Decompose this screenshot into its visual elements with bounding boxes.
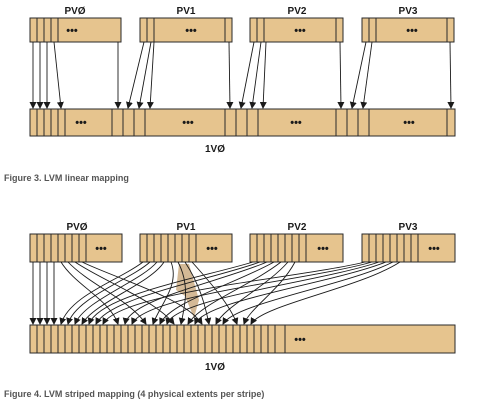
figure-4-lv-label: 1VØ xyxy=(205,362,225,373)
figure-4-pv2-label: PV2 xyxy=(288,222,307,233)
figure-4-pv0-label: PVØ xyxy=(66,222,87,233)
figure-3-linear-mapping: PVØ PV1 PV2 PV3 ••• ••• ••• xyxy=(29,6,456,155)
figure-3-lv-ellipsis-3: ••• xyxy=(290,117,302,129)
figure-3-lv-ellipsis-2: ••• xyxy=(182,117,194,129)
figure-3-pv3-box: ••• xyxy=(361,17,455,43)
figure-4-pv3-ellipsis: ••• xyxy=(428,243,440,255)
figure-4-lv-ellipsis: ••• xyxy=(294,334,306,346)
figure-3-caption: Figure 3. LVM linear mapping xyxy=(4,173,129,183)
figure-3-pv0-ellipsis: ••• xyxy=(66,25,78,37)
figure-3-pv3-ellipsis: ••• xyxy=(406,25,418,37)
figure-4-pv3-label: PV3 xyxy=(399,222,418,233)
figure-3-lv-ellipsis-1: ••• xyxy=(75,117,87,129)
figure-3-pv1-box: ••• xyxy=(139,17,233,43)
figure-4-pv0-box: ••• xyxy=(29,233,123,263)
figure-3-pv1-label: PV1 xyxy=(177,6,196,17)
figure-4-pv1-label: PV1 xyxy=(177,222,196,233)
figure-3-pv2-ellipsis: ••• xyxy=(294,25,306,37)
figure-3-pv1-ellipsis: ••• xyxy=(185,25,197,37)
figure-4-lv-bar: ••• xyxy=(29,324,456,354)
figure-4-pv2-box: ••• xyxy=(249,233,344,263)
figure-4-pv1-box: ••• xyxy=(139,233,233,263)
figure-4-pv0-ellipsis: ••• xyxy=(95,243,107,255)
figure-4-crossing-shade xyxy=(176,264,199,318)
figure-3-lv-label: 1VØ xyxy=(205,144,225,155)
figure-4-striped-mapping: PVØ PV1 PV2 PV3 ••• ••• xyxy=(29,222,456,373)
figure-4-pv3-box: ••• xyxy=(361,233,456,263)
figure-3-mapping-arrows xyxy=(29,41,455,109)
figure-3-lv-ellipsis-4: ••• xyxy=(403,117,415,129)
figure-3-pv2-label: PV2 xyxy=(288,6,307,17)
figure-4-mapping-arrows xyxy=(29,261,401,325)
figure-3-pv2-box: ••• xyxy=(249,17,344,43)
figure-3-lv-bar: ••• ••• ••• ••• xyxy=(29,108,456,137)
figure-3-pv3-label: PV3 xyxy=(399,6,418,17)
figure-4-pv1-ellipsis: ••• xyxy=(206,243,218,255)
figure-4-pv2-ellipsis: ••• xyxy=(317,243,329,255)
figure-3-pv0-box: ••• xyxy=(29,17,122,43)
figure-4-caption: Figure 4. LVM striped mapping (4 physica… xyxy=(4,389,265,399)
figure-3-pv0-label: PVØ xyxy=(64,6,85,17)
